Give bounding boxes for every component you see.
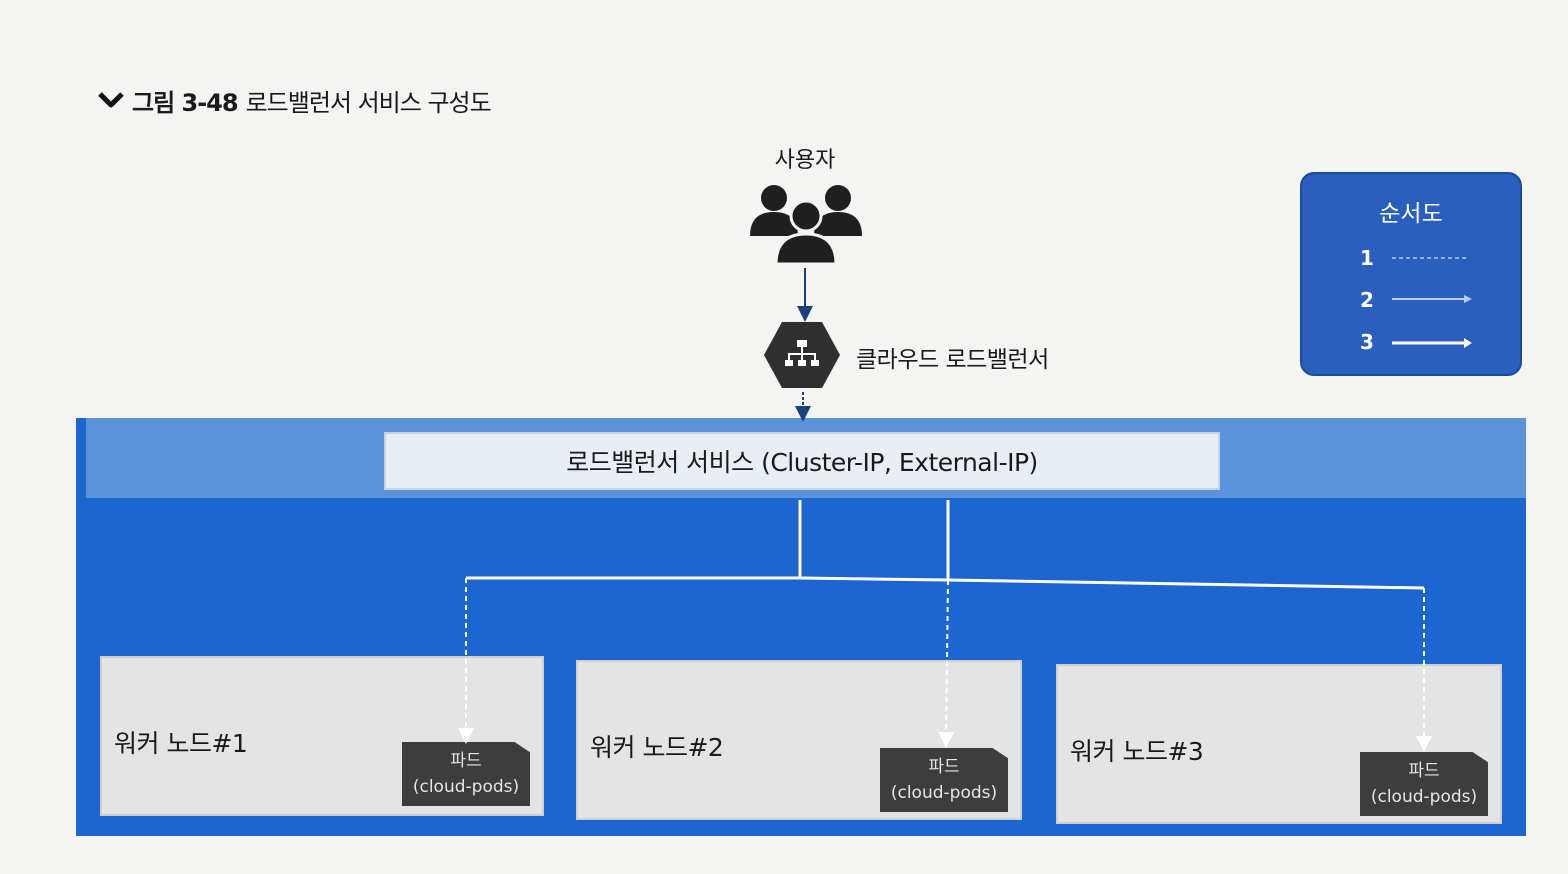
pod-subtitle: (cloud-pods)	[412, 777, 520, 797]
pod-name: 파드	[1408, 761, 1440, 781]
worker-node-label: 워커 노드#1	[114, 729, 248, 758]
worker-node-2: 워커 노드#2 파드 (cloud-pods)	[576, 660, 1022, 820]
worker-node-label: 워커 노드#3	[1070, 737, 1204, 766]
worker-node-3: 워커 노드#3 파드 (cloud-pods)	[1056, 664, 1502, 824]
legend-item-3-number: 3	[1360, 330, 1374, 354]
legend-line-3	[1392, 338, 1472, 348]
legend-title: 순서도	[1379, 201, 1443, 227]
worker-node-1: 워커 노드#1 파드 (cloud-pods)	[100, 656, 544, 816]
load-balancer-hexagon-icon	[764, 322, 840, 388]
pod-box: 파드 (cloud-pods)	[1360, 752, 1488, 816]
figure-title: 로드밸런서 서비스 구성도	[245, 88, 492, 117]
load-balancer-service-bar: 로드밸런서 서비스 (Cluster-IP, External-IP)	[384, 432, 1220, 490]
chevron-down-icon	[98, 92, 124, 108]
legend-item-2-number: 2	[1360, 288, 1374, 312]
pod-subtitle: (cloud-pods)	[1370, 787, 1478, 807]
user-label: 사용자	[774, 148, 836, 173]
pod-subtitle: (cloud-pods)	[890, 783, 998, 803]
figure-number: 그림 3-48	[132, 88, 239, 117]
pod-name: 파드	[928, 757, 960, 777]
legend-line-2	[1392, 295, 1472, 303]
legend-line-1	[1392, 257, 1468, 259]
users-group-icon	[750, 185, 862, 266]
cloud-load-balancer-label: 클라우드 로드밸런서	[856, 347, 1049, 373]
pod-box: 파드 (cloud-pods)	[880, 748, 1008, 812]
pod-box: 파드 (cloud-pods)	[402, 742, 530, 806]
pod-name: 파드	[450, 751, 482, 771]
legend-box: 순서도 1 2 3	[1300, 172, 1522, 376]
figure-caption: 그림 3-48 로드밸런서 서비스 구성도	[98, 84, 492, 117]
legend-item-1-number: 1	[1360, 246, 1374, 270]
worker-node-label: 워커 노드#2	[590, 733, 724, 762]
